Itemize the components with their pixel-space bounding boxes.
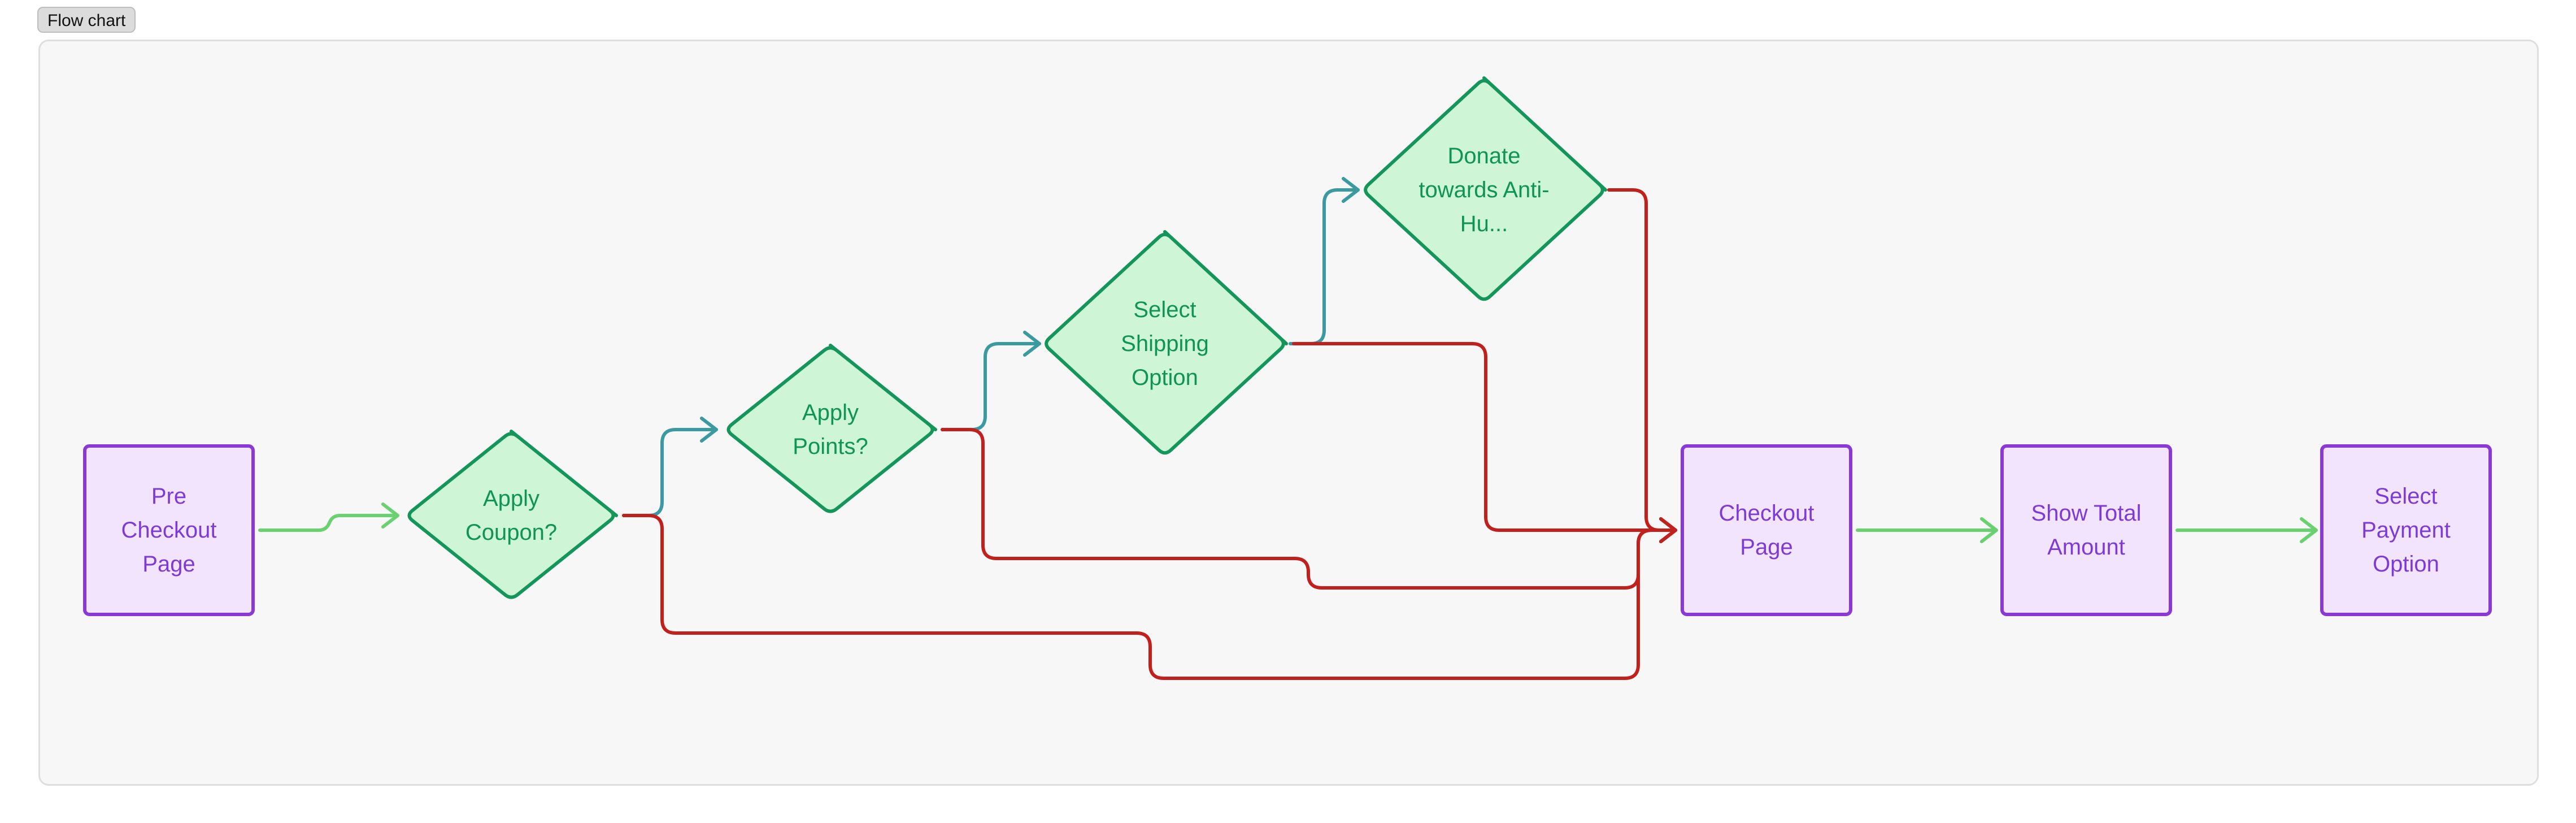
node-show-total[interactable] <box>2000 444 2172 616</box>
node-select-shipping[interactable] <box>1045 230 1288 455</box>
arrowhead <box>381 503 399 529</box>
arrowhead <box>1023 331 1041 357</box>
edges-layer <box>258 177 2318 680</box>
node-label-checkout: Checkout Page <box>1718 501 1814 560</box>
node-checkout[interactable] <box>1681 444 1852 616</box>
node-donate[interactable] <box>1364 76 1607 301</box>
arrowhead <box>1659 517 1677 543</box>
node-label-apply-points: Apply Points? <box>793 400 868 459</box>
node-apply-coupon[interactable] <box>407 430 618 599</box>
arrowhead <box>1342 177 1360 203</box>
node-label-apply-coupon: Apply Coupon? <box>465 486 558 545</box>
edge-pre-checkout-to-apply-coupon[interactable] <box>258 514 399 532</box>
node-pre-checkout[interactable] <box>83 444 255 616</box>
node-select-payment[interactable] <box>2320 444 2492 616</box>
flowchart-canvas <box>38 40 2539 786</box>
edge-apply-coupon-to-checkout[interactable] <box>622 514 1677 680</box>
node-label-select-shipping: Select Shipping Option <box>1121 297 1209 390</box>
node-label-donate: Donate towards Anti-Hu... <box>1418 144 1550 236</box>
node-label-show-total: Show Total Amount <box>2031 501 2142 560</box>
arrowhead <box>2300 517 2318 543</box>
arrowhead <box>1980 517 1998 543</box>
edge-apply-coupon-to-apply-points[interactable] <box>622 428 718 517</box>
flowchart-tab[interactable]: Flow chart <box>37 7 136 33</box>
edge-donate-to-checkout[interactable] <box>1607 188 1677 532</box>
node-label-select-payment: Select Payment Option <box>2361 484 2451 577</box>
edge-apply-points-to-select-shipping[interactable] <box>941 342 1041 431</box>
node-apply-points[interactable] <box>726 344 937 513</box>
edge-apply-points-to-checkout[interactable] <box>941 428 1677 590</box>
edge-select-shipping-to-donate[interactable] <box>1289 188 1360 345</box>
nodes-layer <box>83 76 2492 616</box>
arrowhead <box>700 417 718 443</box>
node-label-pre-checkout: Pre Checkout Page <box>121 484 217 577</box>
edge-select-shipping-to-checkout[interactable] <box>1292 342 1677 532</box>
